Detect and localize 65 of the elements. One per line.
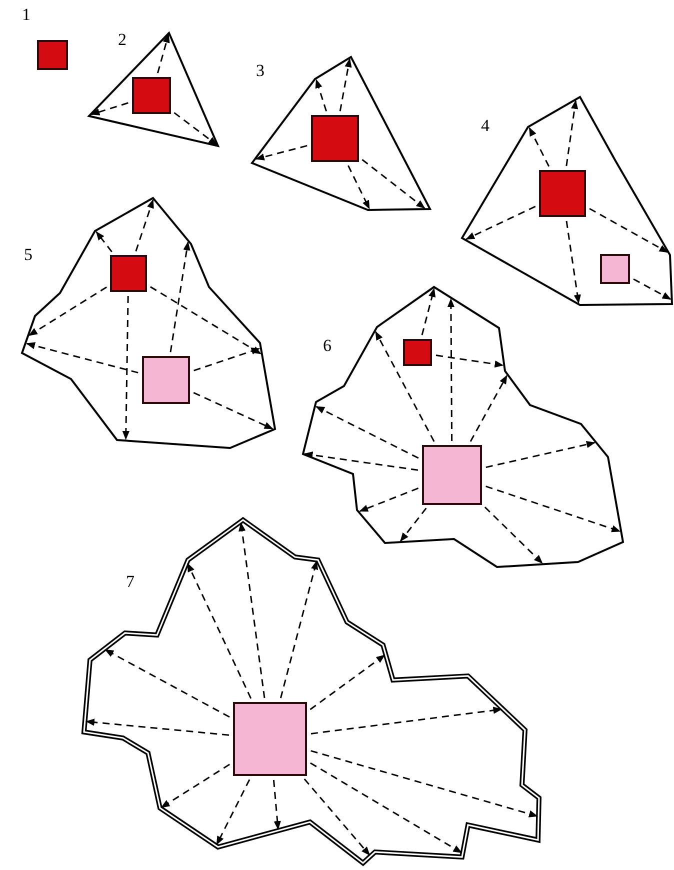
dashed-arrow <box>447 298 455 441</box>
dashed-arrow <box>486 486 621 532</box>
dashed-arrow <box>633 278 672 300</box>
dashed-arrow <box>589 208 668 253</box>
dashed-arrow <box>280 560 318 698</box>
square-block <box>422 445 482 505</box>
dashed-arrow <box>310 750 538 818</box>
dashed-arrow <box>122 296 130 440</box>
square-block <box>142 356 190 404</box>
dashed-arrow <box>436 354 504 368</box>
dashed-arrow <box>470 374 508 442</box>
dashed-arrow <box>96 231 112 252</box>
dashed-arrow <box>304 778 370 856</box>
dashed-arrow <box>28 286 107 336</box>
panel-number: 7 <box>126 573 134 590</box>
panel-number: 2 <box>118 31 126 48</box>
dashed-arrow <box>316 406 419 459</box>
dashed-arrow <box>26 342 138 374</box>
dashed-arrow <box>216 779 250 846</box>
dashed-arrow <box>104 649 230 718</box>
panel-number: 1 <box>22 6 30 23</box>
dashed-arrow <box>375 331 435 442</box>
dashed-arrow <box>238 522 266 698</box>
dashed-arrow <box>466 206 536 240</box>
dashed-arrow <box>486 440 596 468</box>
dashed-arrow <box>566 220 581 304</box>
dashed-arrow <box>421 288 436 336</box>
dashed-arrow <box>348 165 370 210</box>
dashed-arrow <box>359 488 419 512</box>
dashed-arrow <box>339 58 352 112</box>
dashed-arrow <box>310 762 462 854</box>
square-block <box>233 702 307 776</box>
dashed-arrow <box>150 286 262 354</box>
dashed-arrow <box>160 764 230 808</box>
dashed-arrow <box>310 654 386 710</box>
dashed-arrow <box>255 144 308 160</box>
square-block <box>539 170 586 217</box>
dashed-arrow <box>170 241 190 352</box>
dashed-arrow <box>566 100 578 166</box>
dashed-arrow <box>304 451 418 471</box>
dashed-arrow <box>187 562 252 699</box>
dashed-arrow <box>156 34 170 74</box>
square-block <box>403 339 432 366</box>
dashed-arrow <box>193 392 274 430</box>
square-block <box>132 77 171 114</box>
square-block <box>311 115 359 162</box>
dashed-arrow <box>194 348 260 372</box>
square-block <box>110 255 147 292</box>
square-block <box>37 40 68 70</box>
dashed-arrow <box>174 112 218 146</box>
panel-number: 6 <box>323 337 332 354</box>
panel-number: 3 <box>256 62 264 79</box>
dashed-arrow <box>90 102 128 116</box>
dashed-arrow <box>272 780 281 830</box>
dashed-arrow <box>528 127 550 167</box>
dashed-arrow <box>86 718 230 736</box>
dashed-arrow <box>362 159 426 209</box>
dashed-arrow <box>400 508 427 542</box>
square-block <box>600 254 630 284</box>
panel-number: 5 <box>24 246 32 263</box>
dashed-arrow <box>135 199 154 252</box>
dashed-arrow <box>484 506 543 564</box>
dashed-arrow <box>315 79 328 112</box>
panel-number: 4 <box>481 117 490 134</box>
dashed-arrow <box>310 706 502 734</box>
